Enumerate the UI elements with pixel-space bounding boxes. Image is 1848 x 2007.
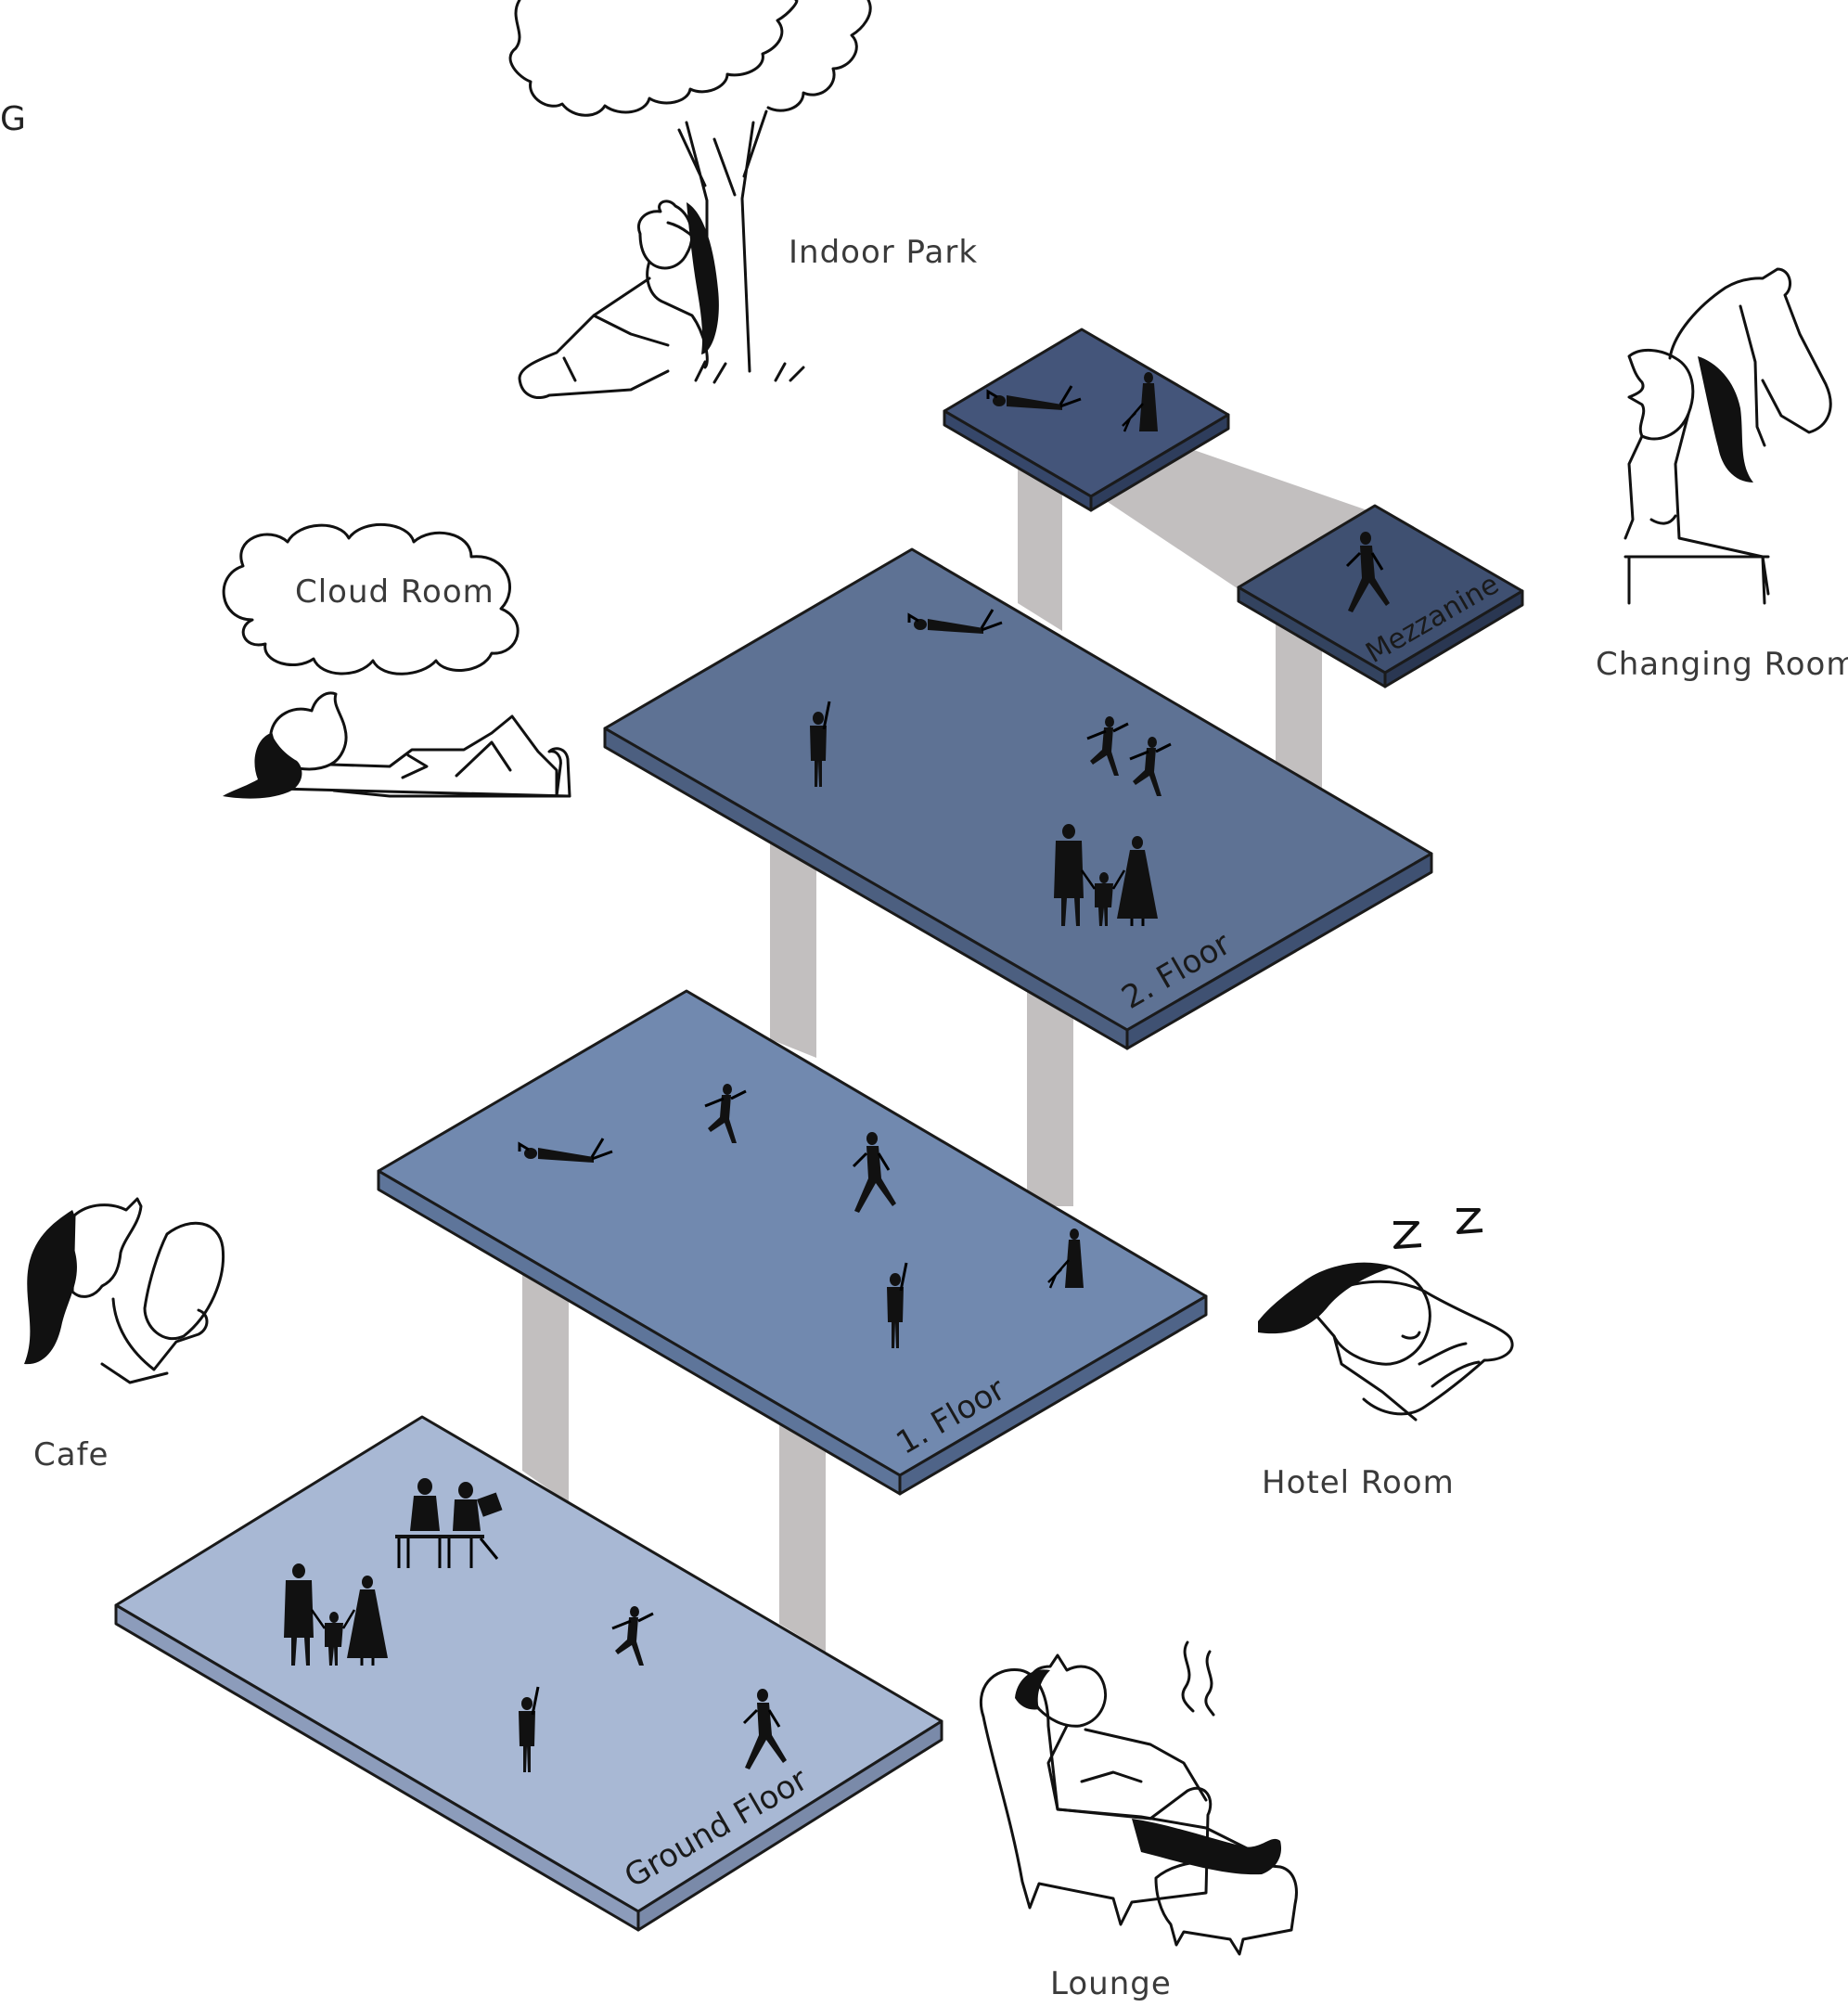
top-slab	[943, 328, 1230, 512]
cloud-room-label: Cloud Room	[295, 573, 494, 611]
armchair-icon	[979, 1668, 1298, 1956]
tree-icon	[508, 0, 872, 384]
lounge-label: Lounge	[1050, 1965, 1172, 2002]
support-columns	[522, 427, 1367, 1652]
hair-icon	[1258, 1263, 1392, 1334]
pillow-icon	[1315, 1280, 1514, 1416]
second-floor-slab	[603, 547, 1433, 1050]
sleep-zzz-icon	[1393, 1208, 1483, 1249]
hair-icon	[24, 1210, 77, 1365]
indoor-park-person	[518, 199, 709, 400]
hair-icon	[687, 202, 719, 354]
hotel-room-label: Hotel Room	[1262, 1464, 1455, 1501]
cloud-room-person	[269, 691, 571, 798]
hair-icon	[1698, 356, 1753, 482]
legs-icon	[1132, 1819, 1282, 1875]
stray-letter: G	[0, 100, 26, 138]
steam-icon	[1181, 1640, 1215, 1717]
indoor-park-label: Indoor Park	[789, 234, 979, 271]
cloud-icon	[222, 523, 520, 675]
lounge-person	[1027, 1653, 1264, 1858]
changing-room-label: Changing Room	[1596, 646, 1848, 683]
cafe-person	[71, 1197, 225, 1384]
cafe-label: Cafe	[33, 1436, 109, 1473]
first-floor-slab	[377, 989, 1208, 1496]
hair-icon	[1015, 1669, 1050, 1710]
ground-floor-slab	[114, 1415, 943, 1932]
changing-room-person	[1623, 267, 1832, 605]
hair-icon	[223, 733, 302, 799]
